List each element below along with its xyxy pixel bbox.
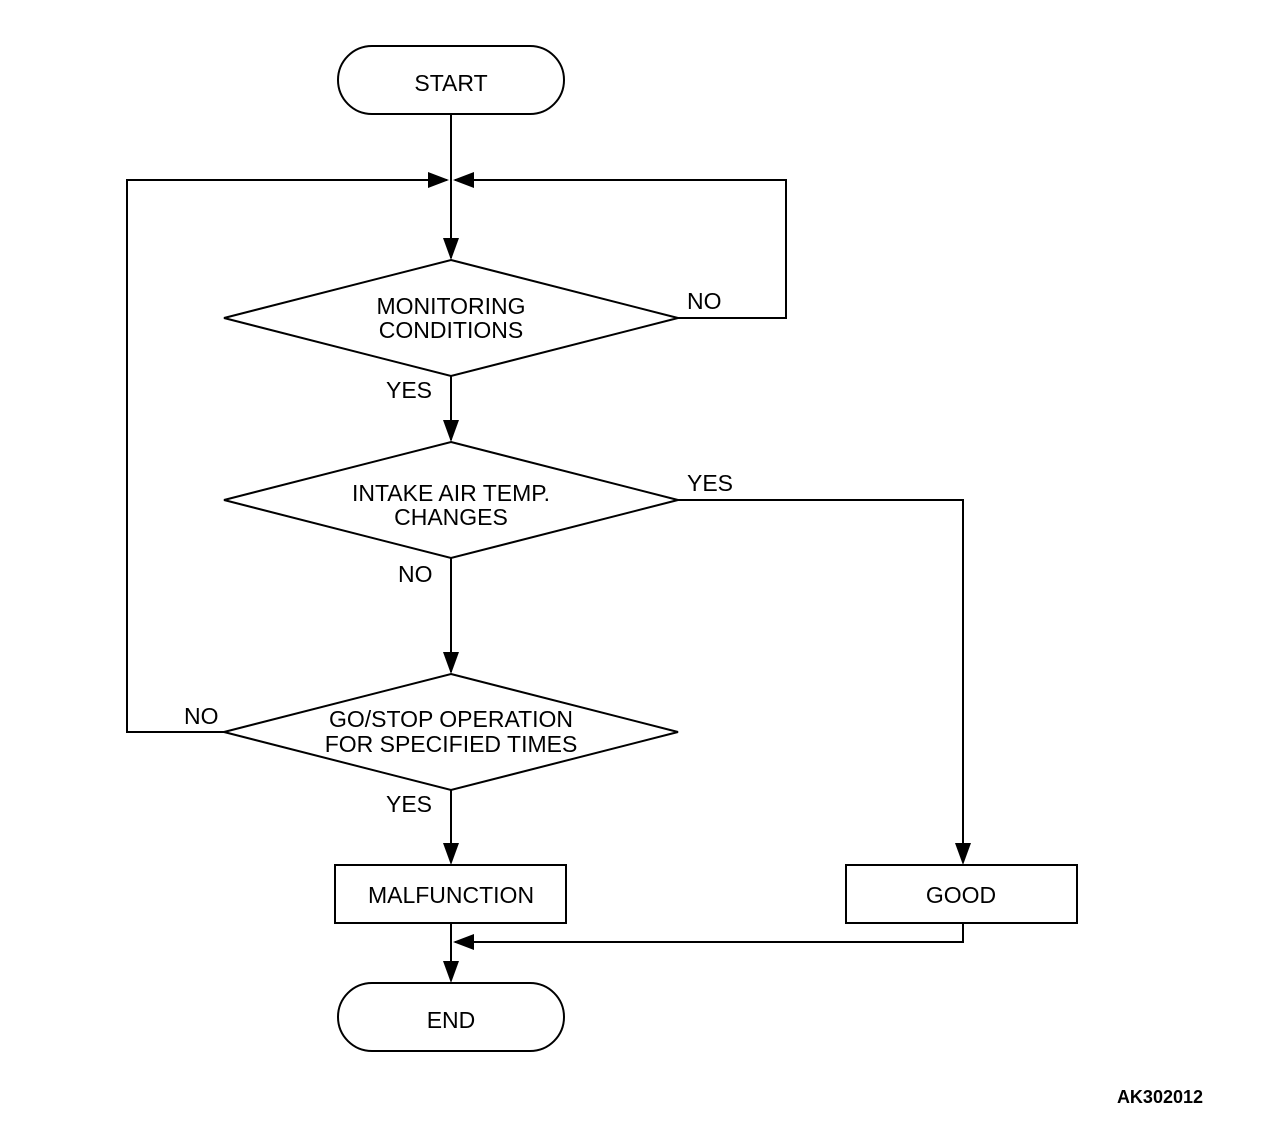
arrow-into-monitoring xyxy=(443,238,459,260)
intake-no-label: NO xyxy=(398,561,433,587)
monitoring-label-line2: CONDITIONS xyxy=(379,317,523,343)
process-malfunction xyxy=(334,864,567,924)
gostop-yes-label: YES xyxy=(386,791,432,817)
end-label: END xyxy=(427,1007,476,1033)
good-label: GOOD xyxy=(926,882,996,908)
arrow-good-merge xyxy=(453,934,474,950)
monitoring-label-line1: MONITORING xyxy=(376,293,525,319)
start-label: START xyxy=(414,70,487,96)
arrow-gostop-no-loop xyxy=(428,172,449,188)
edge-good-to-end xyxy=(455,923,964,943)
gostop-no-label: NO xyxy=(184,703,219,729)
edge-monitoring-no-loop xyxy=(455,179,787,319)
monitoring-no-label: NO xyxy=(687,288,722,314)
edge-gostop-no-loop xyxy=(126,179,447,733)
arrow-into-end xyxy=(443,961,459,983)
gostop-label-line2: FOR SPECIFIED TIMES xyxy=(325,731,578,757)
edge-intake-yes xyxy=(678,499,964,862)
arrow-into-malfunction xyxy=(443,843,459,865)
arrow-into-good xyxy=(955,843,971,865)
end-terminator xyxy=(337,982,565,1052)
malfunction-label: MALFUNCTION xyxy=(368,882,534,908)
arrow-into-gostop xyxy=(443,652,459,674)
process-good xyxy=(845,864,1078,924)
intake-label-line2: CHANGES xyxy=(394,504,508,530)
intake-label-line1: INTAKE AIR TEMP. xyxy=(352,480,550,506)
reference-code: AK302012 xyxy=(1117,1087,1203,1107)
intake-yes-label: YES xyxy=(687,470,733,496)
gostop-label-line1: GO/STOP OPERATION xyxy=(329,706,573,732)
arrow-monitoring-no-loop xyxy=(453,172,474,188)
monitoring-yes-label: YES xyxy=(386,377,432,403)
arrow-into-intake xyxy=(443,420,459,442)
